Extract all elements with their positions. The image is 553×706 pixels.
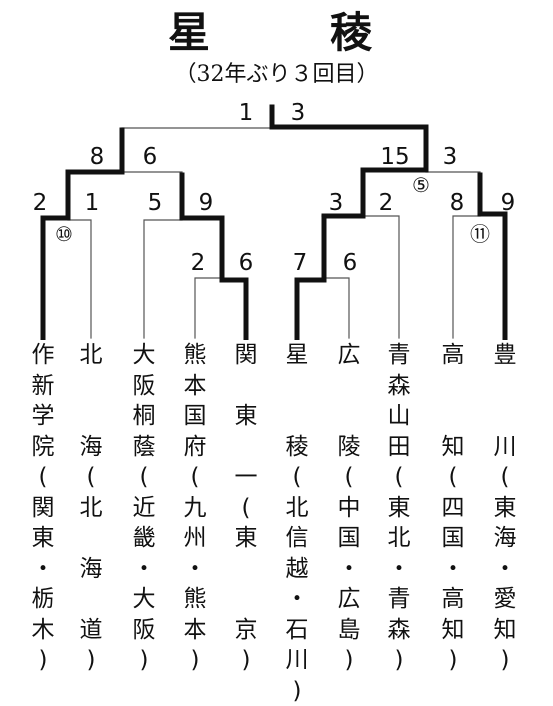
team-toyokawa: 豊 川 ( 東 海 ・ 愛 知 ) <box>493 342 517 673</box>
score-r1b-left: 7 <box>293 250 308 276</box>
score-r1a-right: 6 <box>239 250 254 276</box>
path-osaka-toin <box>143 219 183 339</box>
team-hokkai: 北 海 ( 北 海 道 ) <box>79 342 103 673</box>
tournament-bracket: 1 3 8 6 15 3 2 1 5 9 3 2 8 9 2 6 7 6 ⑩ ⑤… <box>33 100 516 340</box>
score-final-right: 3 <box>291 100 306 126</box>
winning-paths <box>40 104 508 340</box>
score-qf2-left: 5 <box>148 190 163 216</box>
team-koryo: 広 陵 ( 中 国 ・ 広 島 ) <box>337 342 361 673</box>
path-seiryo <box>269 104 429 340</box>
page-title: 星 稜 <box>0 6 553 60</box>
score-qf2-right: 9 <box>199 190 214 216</box>
path-sakushin <box>40 127 125 340</box>
team-kochi: 高 知 ( 四 国 ・ 高 知 ) <box>441 342 465 673</box>
path-aomori-yamada <box>321 215 400 339</box>
extra-innings-sf2: ⑤ <box>412 173 430 197</box>
path-kumamoto-kokufu <box>194 277 223 339</box>
team-kanto-daiichi: 関 東 一 ( 東 京 ) <box>234 342 258 673</box>
extra-innings-qf1: ⑩ <box>55 222 73 246</box>
score-qf3-right: 2 <box>379 190 394 216</box>
path-kochi <box>452 215 481 339</box>
team-osaka-toin: 大 阪 桐 蔭 ( 近 畿 ・ 大 阪 ) <box>132 342 156 673</box>
path-toyokawa <box>477 172 508 340</box>
score-sf2-left: 15 <box>380 144 409 170</box>
score-sf1-right: 6 <box>143 144 158 170</box>
score-sf2-right: 3 <box>443 144 458 170</box>
path-hokkai <box>67 219 92 339</box>
team-seiryo: 星 稜 ( 北 信 越 ・ 石 川 ) <box>285 342 309 704</box>
path-kanto-ichi <box>179 172 249 340</box>
extra-innings-qf4: ⑪ <box>470 222 490 246</box>
team-aomori-yamada: 青 森 山 田 ( 東 北 ・ 青 森 ) <box>387 342 411 673</box>
score-r1b-right: 6 <box>343 250 358 276</box>
score-final-left: 1 <box>239 100 254 126</box>
team-kumamoto-kokufu: 熊 本 国 府 ( 九 州 ・ 熊 本 ) <box>183 342 207 673</box>
score-r1a-left: 2 <box>191 250 206 276</box>
title-char-1: 星 <box>168 8 211 57</box>
team-sakushin-gakuin: 作 新 学 院 ( 関 東 ・ 栃 木 ) <box>31 342 55 673</box>
score-qf3-left: 3 <box>329 190 344 216</box>
losing-paths <box>67 127 481 339</box>
score-qf4-left: 8 <box>450 190 465 216</box>
score-qf1-left: 2 <box>33 190 48 216</box>
score-sf1-left: 8 <box>90 144 105 170</box>
path-koryo <box>321 277 350 339</box>
score-qf1-right: 1 <box>85 190 100 216</box>
score-qf4-right: 9 <box>501 190 516 216</box>
page-subtitle: （32年ぶり３回目） <box>174 62 379 87</box>
title-char-2: 稜 <box>330 8 373 57</box>
